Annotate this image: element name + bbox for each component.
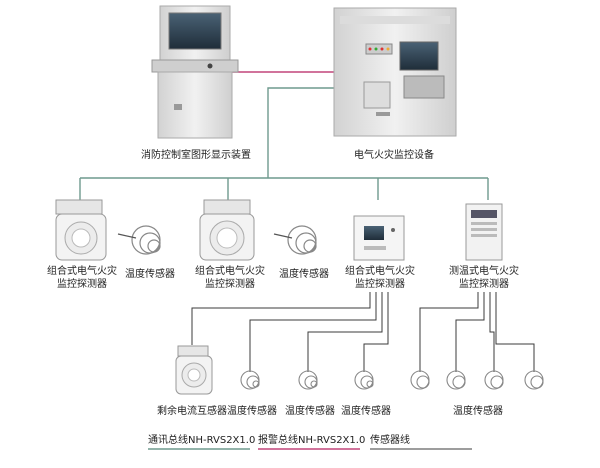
graphic-display-label: 消防控制室图形显示装置 [141, 148, 251, 161]
combo-detector-2-label-1: 组合式电气火灾 [195, 264, 265, 277]
sensor-lines-detector3 [191, 292, 389, 372]
temp-sensor-coil-c [354, 370, 374, 390]
legend: 通讯总线NH-RVS2X1.0 报警总线NH-RVS2X1.0 传感器线 [148, 433, 472, 450]
thermal-detector [465, 203, 503, 261]
combo-detector-1-label-1: 组合式电气火灾 [47, 264, 117, 277]
legend-alarm-bus: 报警总线NH-RVS2X1.0 [258, 433, 365, 446]
legend-comm-bus: 通讯总线NH-RVS2X1.0 [148, 433, 255, 446]
sensor-lines-thermal [419, 292, 535, 372]
keypad [403, 75, 445, 99]
temp-sensor-c-label: 温度传感器 [341, 404, 391, 417]
temp-sensor-2 [273, 225, 317, 255]
legend-sensor-line: 传感器线 [370, 433, 410, 446]
printer [363, 81, 391, 109]
temp-sensor-a-label: 温度传感器 [227, 404, 277, 417]
temp-sensor-1-label: 温度传感器 [125, 267, 175, 280]
temp-sensor-coil-group [410, 370, 544, 390]
combo-detector-3-label-2: 监控探测器 [355, 277, 405, 290]
monitor-screen [399, 41, 439, 71]
combo-detector-3-label-1: 组合式电气火灾 [345, 264, 415, 277]
monitor-to-bus-line [267, 87, 345, 178]
temp-sensor-coil-b [298, 370, 318, 390]
graphic-display-cabinet [151, 5, 239, 139]
mouse-icon [207, 63, 213, 69]
temp-sensor-2-label: 温度传感器 [279, 267, 329, 280]
temp-sensor-coil-a [240, 370, 260, 390]
temp-sensor-group-label: 温度传感器 [453, 404, 503, 417]
thermal-detector-label-2: 监控探测器 [459, 277, 509, 290]
thermal-detector-label-1: 测温式电气火灾 [449, 264, 519, 277]
combo-detector-3 [353, 215, 405, 261]
residual-current-transformer [175, 345, 213, 395]
comm-bus-lines [79, 87, 489, 200]
temp-sensor-1 [117, 225, 161, 255]
temp-sensor-b-label: 温度传感器 [285, 404, 335, 417]
residual-ct-label: 剩余电流互感器 [157, 404, 227, 417]
combo-detector-1-label-2: 监控探测器 [57, 277, 107, 290]
combo-detector-2-label-2: 监控探测器 [205, 277, 255, 290]
monitor-device [333, 7, 457, 137]
combo-detector-2 [199, 199, 255, 261]
monitor-device-label: 电气火灾监控设备 [354, 148, 434, 161]
combo-detector-1 [55, 199, 107, 261]
